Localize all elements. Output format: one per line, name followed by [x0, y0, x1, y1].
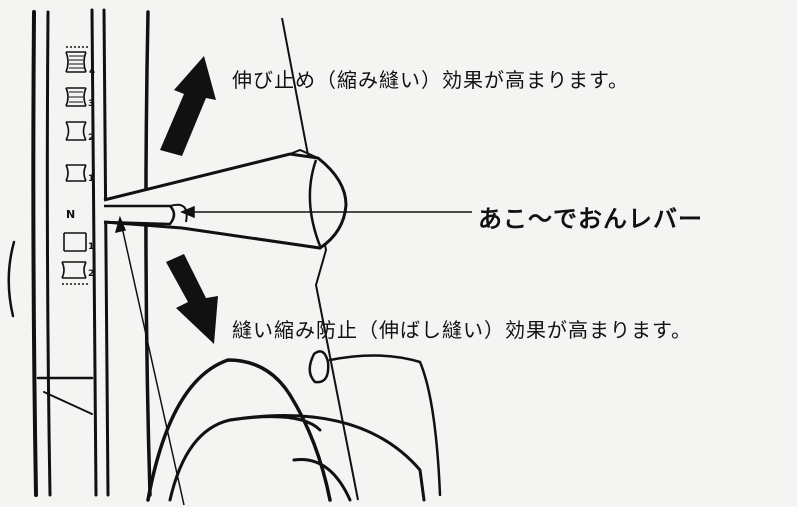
panel-edge-line	[281, 17, 359, 501]
leader-lines	[114, 205, 472, 506]
lever-name-label: あこ～でおんレバー	[478, 205, 703, 233]
scale-number: 2	[88, 269, 94, 279]
scale-mark-4	[65, 46, 88, 73]
scale-number: 1	[88, 174, 94, 184]
accordion-lever[interactable]	[103, 148, 348, 250]
stitch-scale-numbers: 4 3 2 1 N 1 2	[66, 67, 95, 279]
scale-mark-lower-1	[63, 232, 87, 252]
top-effect-label: 伸び止め（縮み縫い）効果が高まります。	[232, 68, 629, 92]
scale-number: 1	[88, 242, 94, 252]
scale-number: 3	[88, 99, 94, 109]
scale-mark-1	[65, 164, 87, 182]
scale-mark-2	[65, 121, 87, 141]
machine-frame-lines	[7, 8, 152, 497]
scale-mark-lower-2	[61, 261, 88, 285]
scale-neutral-mark: N	[66, 208, 75, 221]
bottom-effect-label: 縫い縮み防止（伸ばし縫い）効果が高まります。	[232, 318, 692, 342]
down-arrow-icon	[166, 254, 218, 344]
presser-foot-outline	[146, 350, 442, 502]
up-arrow-icon	[160, 56, 216, 156]
scale-number: 2	[88, 133, 94, 143]
scale-mark-3	[65, 87, 87, 107]
stitch-scale	[61, 46, 88, 285]
scale-number: 4	[89, 67, 95, 77]
